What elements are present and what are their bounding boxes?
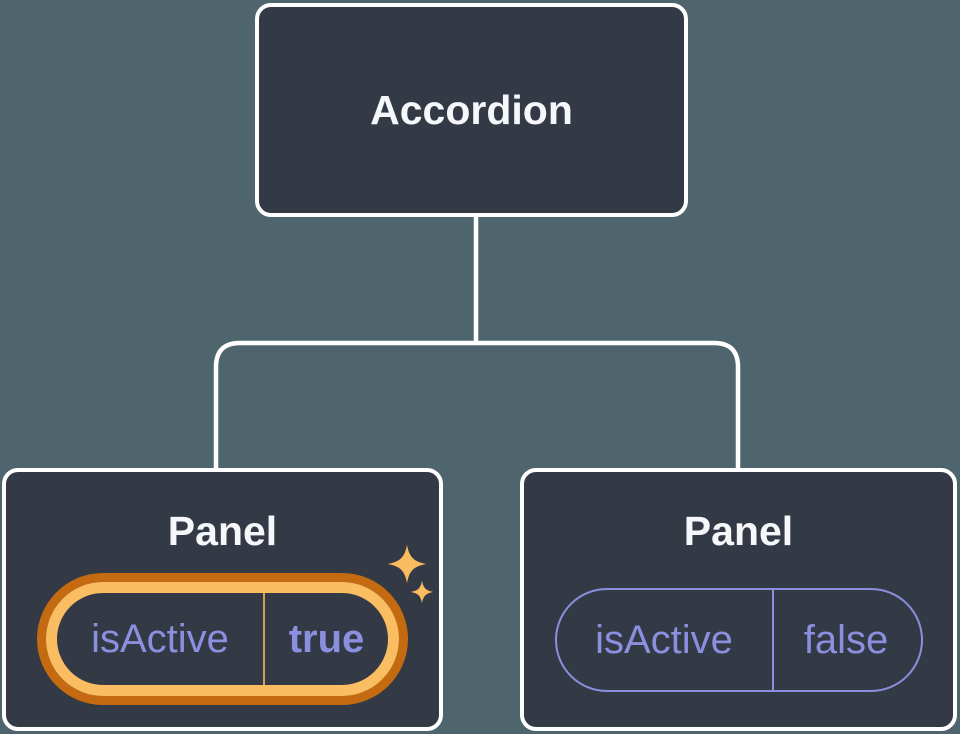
panel-label: Panel [167, 508, 278, 554]
state-value: false [771, 590, 919, 690]
state-key: isActive [91, 616, 229, 661]
panel-node-active: Panel isActive true [2, 468, 443, 731]
panel-content: Panel isActive false [524, 472, 953, 692]
panel-label: Panel [683, 508, 794, 554]
accordion-node: Accordion [255, 3, 688, 217]
connector-branch [213, 340, 741, 470]
state-value: true [263, 593, 388, 685]
panel-content: Panel isActive true [6, 472, 439, 696]
state-pill-active: isActive true [46, 582, 399, 696]
state-key: isActive [595, 617, 733, 662]
accordion-label: Accordion [370, 87, 573, 133]
state-pill-inactive: isActive false [554, 588, 923, 692]
panel-node-inactive: Panel isActive false [520, 468, 957, 731]
